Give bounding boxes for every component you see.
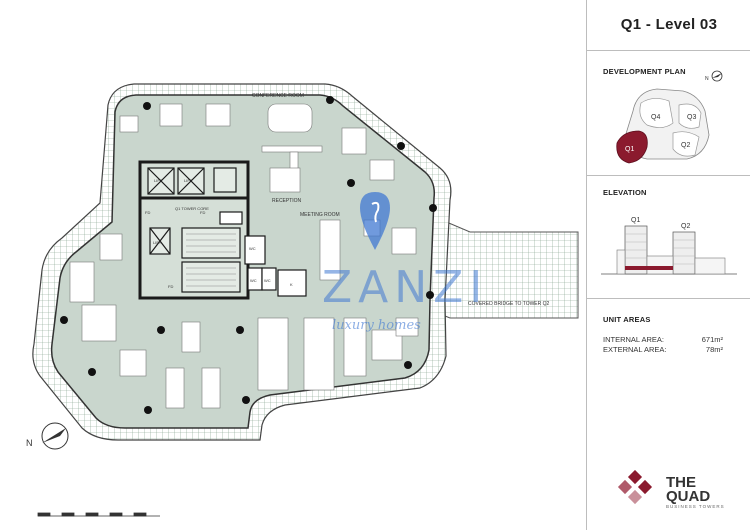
label-fd-3: FD <box>168 284 173 289</box>
dev-label-q2: Q2 <box>681 142 690 149</box>
label-covered-bridge: COVERED BRIDGE TO TOWER Q2 <box>468 301 550 307</box>
label-wc-3: WC <box>264 278 271 283</box>
floor-plan-drawing: CONFERENCE ROOM RECEPTION MEETING ROOM Q… <box>26 83 579 517</box>
label-fd-1: FD <box>145 210 150 215</box>
dev-label-q3: Q3 <box>687 114 696 121</box>
brand-line-2: QUAD <box>666 488 711 505</box>
watermark-subtitle: luxury homes <box>332 318 421 333</box>
label-lift-2: LIFT <box>184 178 193 183</box>
desks <box>69 103 419 409</box>
label-fd-2: FD <box>200 210 205 215</box>
label-reception: RECEPTION <box>272 198 302 204</box>
page-title: Q1 - Level 03 <box>587 0 750 51</box>
watermark-title: ZANZI <box>322 262 489 313</box>
q1-highlight <box>616 130 648 164</box>
dev-north-label: N <box>705 76 709 82</box>
label-meeting-room: MEETING ROOM <box>300 212 340 218</box>
columns <box>60 96 437 414</box>
external-area-row: EXTERNAL AREA: 78m² <box>603 345 723 354</box>
label-lift-1: LIFT <box>154 178 163 183</box>
scale-bar <box>37 512 160 517</box>
internal-area-row: INTERNAL AREA: 671m² <box>603 335 723 344</box>
label-wc-1: WC <box>249 246 256 251</box>
label-tower-core: Q1 TOWER CORE <box>175 206 209 211</box>
elevation-heading: ELEVATION <box>603 188 647 197</box>
development-plan-heading: DEVELOPMENT PLAN <box>603 67 686 76</box>
unit-areas-heading: UNIT AREAS <box>603 315 651 324</box>
label-wc-2: WC <box>250 278 257 283</box>
dev-label-q4: Q4 <box>651 114 660 121</box>
info-panel: Q1 - Level 03 DEVELOPMENT PLAN N Q4 Q3 Q… <box>586 0 750 530</box>
north-label: N <box>26 438 33 448</box>
elevation-drawing: Q1 Q2 <box>601 217 737 275</box>
north-arrow-small-icon <box>711 70 723 82</box>
brand-tagline: BUSINESS TOWERS <box>666 504 725 509</box>
elevation-section: ELEVATION Q1 Q2 <box>587 176 750 299</box>
brand-line-1: THE <box>666 474 696 491</box>
label-conference-room: CONFERENCE ROOM <box>252 93 304 99</box>
quad-logo-icon <box>617 470 653 505</box>
dev-label-q1: Q1 <box>625 146 634 153</box>
label-kitchen: K <box>290 282 293 287</box>
label-lift-3: LIFT <box>153 240 162 245</box>
unit-areas-section: UNIT AREAS INTERNAL AREA: 671m² EXTERNAL… <box>587 299 750 379</box>
development-plan-section: DEVELOPMENT PLAN N Q4 Q3 Q1 Q2 <box>587 51 750 176</box>
elevation-label-q2: Q2 <box>681 223 690 230</box>
floor-plan: CONFERENCE ROOM RECEPTION MEETING ROOM Q… <box>26 83 579 517</box>
north-arrow-icon: N <box>26 422 69 450</box>
external-area-value: 78m² <box>705 345 723 354</box>
internal-area-value: 671m² <box>701 335 723 344</box>
development-plan-map: N Q4 Q3 Q1 Q2 <box>616 70 723 164</box>
internal-area-label: INTERNAL AREA: <box>603 335 664 344</box>
brand-logo: THE QUAD BUSINESS TOWERS <box>612 470 742 510</box>
elevation-label-q1: Q1 <box>631 217 640 224</box>
external-area-label: EXTERNAL AREA: <box>603 345 667 354</box>
